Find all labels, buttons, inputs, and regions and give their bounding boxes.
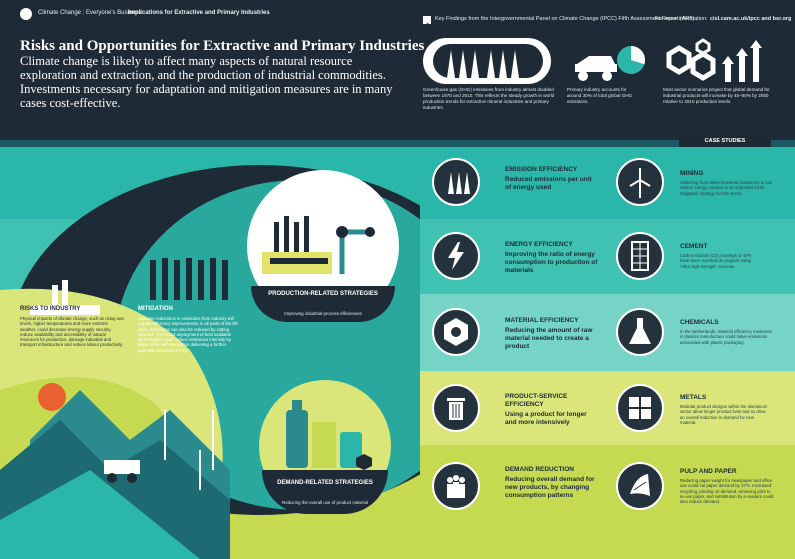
- material-efficiency-head: MATERIAL EFFICIENCY: [505, 317, 579, 324]
- case-chemicals-text: In the Netherlands, material efficiency …: [680, 329, 772, 345]
- risks-text: Physical impacts of climate change, such…: [20, 316, 124, 348]
- material-efficiency-sub: Reducing the amount of raw material need…: [505, 327, 593, 350]
- demand-label-bg: [262, 470, 388, 514]
- trash-bin-icon: [432, 384, 480, 432]
- header-brand: Climate Change : Everyone's Business: [38, 10, 142, 16]
- demand-head: DEMAND-RELATED STRATEGIES: [277, 480, 373, 486]
- mitigation-text: Absolute reductions in emissions from in…: [138, 316, 238, 353]
- case-pulp-paper-head: PULP AND PAPER: [680, 468, 737, 475]
- bottles-nuts-icon: [286, 400, 372, 470]
- production-head: PRODUCTION-RELATED STRATEGIES: [268, 291, 378, 297]
- key-findings-label: Key Findings from the Intergovernmental …: [435, 16, 695, 22]
- more-info-label: For more information:: [655, 16, 708, 22]
- more-info-links[interactable]: cisl.cam.ac.uk/ipcc and bsr.org: [710, 16, 792, 22]
- product-service-sub: Using a product for longer and more inte…: [505, 411, 587, 426]
- case-studies-tab: CASE STUDIES: [679, 135, 771, 147]
- case-metals-text: Modular product designs within the alumi…: [680, 404, 768, 425]
- stat-demand-text: Most sector scenarios project that globa…: [663, 87, 770, 104]
- mining-truck-pie-icon: [575, 46, 645, 81]
- chimneys-icon: [432, 158, 480, 206]
- case-cement-head: CEMENT: [680, 243, 708, 250]
- case-pulp-paper-text: Reducing paper weight for newspaper and …: [680, 478, 774, 505]
- page-title: Risks and Opportunities for Extractive a…: [20, 38, 425, 54]
- emission-efficiency-head: EMISSION EFFICIENCY: [505, 166, 578, 173]
- case-metals-head: METALS: [680, 394, 707, 401]
- factory-robot-arm-icon: [262, 216, 375, 274]
- wind-turbine-icon: [616, 158, 664, 206]
- arrow-icon: [423, 16, 431, 28]
- case-cement-text: Carbon dioxide (CO₂) savings of 40% have…: [680, 253, 752, 269]
- energy-efficiency-sub: Improving the ratio of energy consumptio…: [505, 251, 598, 274]
- demand-sub: Reducing the overall use of product mate…: [282, 500, 368, 505]
- demand-reduction-sub: Reducing overall demand for new products…: [505, 476, 595, 499]
- production-label-bg: [251, 286, 395, 322]
- hexagon-growth-arrows-icon: [666, 38, 762, 82]
- risks-head: RISKS TO INDUSTRY: [20, 306, 81, 312]
- building-icon: [616, 232, 664, 280]
- mitigation-head: MITIGATION: [138, 306, 173, 312]
- product-service-head: PRODUCT-SERVICE EFFICIENCY: [505, 393, 568, 408]
- page-subtitle: Climate change is likely to affect many …: [20, 54, 393, 110]
- brand-logo-icon: [20, 8, 32, 20]
- emissions-chimneys-icon: [423, 38, 551, 84]
- energy-efficiency-head: ENERGY EFFICIENCY: [505, 241, 573, 248]
- production-sub: Improving industrial process efficiencie…: [284, 311, 362, 316]
- stat-emissions-text: Greenhouse gas (GHG) emissions from indu…: [423, 87, 555, 110]
- paper-icon: [616, 462, 664, 510]
- header-section: Implications for Extractive and Primary …: [128, 10, 270, 16]
- lightning-icon: [432, 232, 480, 280]
- puzzle-icon: [616, 384, 664, 432]
- demand-reduction-head: DEMAND REDUCTION: [505, 466, 574, 473]
- stat-primary-industry-text: Primary industry accounts for around 30%…: [567, 87, 633, 104]
- case-chemicals-head: CHEMICALS: [680, 319, 719, 326]
- flask-icon: [616, 308, 664, 356]
- case-mining-head: MINING: [680, 170, 704, 177]
- hex-nut-icon: [432, 308, 480, 356]
- people-crowd-icon: [432, 462, 480, 510]
- emission-efficiency-sub: Reduced emissions per unit of energy use…: [505, 176, 592, 191]
- case-mining-text: Switching from diesel-powered machinery …: [680, 180, 772, 196]
